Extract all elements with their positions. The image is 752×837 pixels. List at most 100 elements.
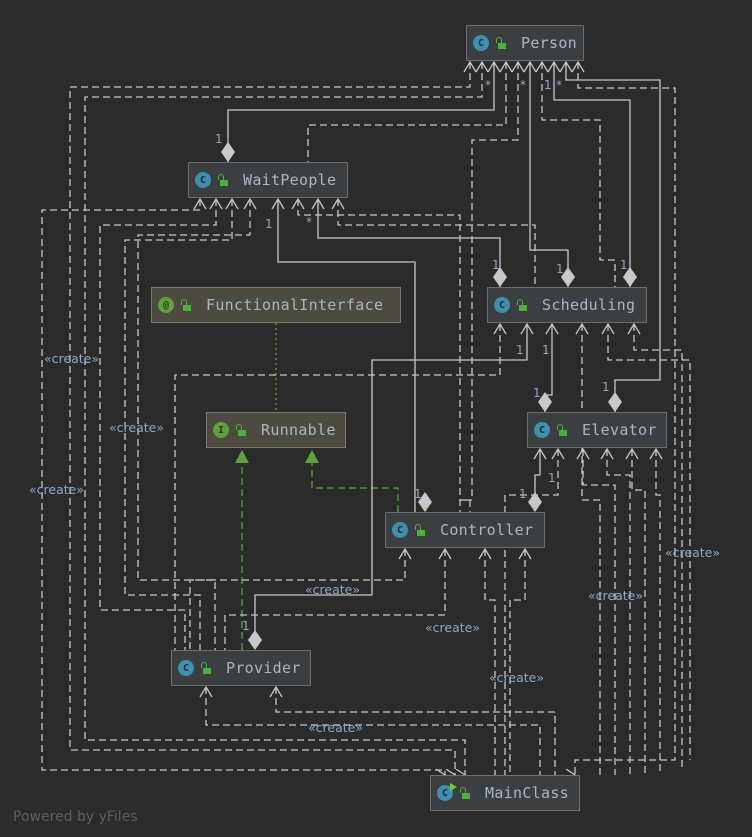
aggregation-diamond <box>248 630 262 650</box>
multiplicity-label: 1 <box>265 217 273 231</box>
class-icon: C <box>392 522 408 538</box>
open-arrowhead <box>243 197 257 210</box>
relation-edge <box>607 324 691 760</box>
multiplicity-label: 1 <box>542 343 550 357</box>
create-label: «create» <box>305 582 360 597</box>
multiplicity-label: 1 <box>533 386 541 400</box>
multiplicity-label: 1 <box>414 487 422 501</box>
open-arrowhead <box>331 197 345 210</box>
open-arrowhead <box>571 60 585 73</box>
multiplicity-label: 1 <box>215 132 223 146</box>
interface-icon: I <box>213 422 229 438</box>
class-node-waitpeople[interactable]: C WaitPeople <box>188 162 348 198</box>
class-name: Controller <box>440 521 534 539</box>
aggregation-diamond <box>608 392 622 412</box>
create-label: «create» <box>308 720 363 735</box>
aggregation-diamond <box>528 492 542 512</box>
public-access-icon <box>180 299 192 311</box>
open-arrowhead <box>271 197 285 210</box>
relation-edge <box>459 62 519 512</box>
public-access-icon <box>235 424 247 436</box>
annotation-node-functionalinterface[interactable]: @ FunctionalInterface <box>151 287 401 323</box>
aggregation-diamond <box>538 392 552 412</box>
class-name: Provider <box>226 659 301 677</box>
annotation-icon: @ <box>158 297 174 313</box>
relation-edge <box>254 324 528 640</box>
class-node-controller[interactable]: C Controller <box>385 512 545 548</box>
main-class-icon: C <box>437 783 457 801</box>
class-node-mainclass[interactable]: C MainClass <box>430 775 580 811</box>
open-arrowhead <box>478 547 492 560</box>
open-arrowhead <box>533 447 547 460</box>
relation-edge <box>655 449 661 775</box>
relation-edge <box>317 199 501 287</box>
open-arrowhead <box>291 197 305 210</box>
class-icon: C <box>494 297 510 313</box>
class-icon: C <box>473 35 489 51</box>
multiplicity-label: * <box>485 78 491 92</box>
public-access-icon <box>459 787 471 799</box>
multiplicity-label: 1 <box>544 78 552 92</box>
open-arrowhead <box>511 60 525 73</box>
open-arrowhead <box>547 60 561 73</box>
open-arrowhead <box>600 447 614 460</box>
open-arrowhead <box>535 60 549 73</box>
create-edge <box>41 199 445 775</box>
interface-node-runnable[interactable]: I Runnable <box>206 412 346 448</box>
multiplicity-label: 1 <box>602 380 610 394</box>
open-arrowhead <box>520 322 534 335</box>
public-access-icon <box>495 37 507 49</box>
class-name: WaitPeople <box>243 171 337 189</box>
multiplicity-label: 1 <box>519 487 527 501</box>
open-arrowhead <box>398 547 412 560</box>
create-edge <box>84 62 483 775</box>
class-name: Scheduling <box>542 296 636 314</box>
relation-edge <box>484 549 496 775</box>
class-name: Person <box>521 34 577 52</box>
relation-edge <box>337 199 536 287</box>
aggregation-diamond <box>221 142 235 162</box>
relation-edge <box>224 549 446 650</box>
relation-edge <box>606 449 631 775</box>
relation-edge <box>297 199 471 512</box>
open-arrowhead <box>438 547 452 560</box>
class-icon: C <box>178 660 194 676</box>
class-name: MainClass <box>485 784 569 802</box>
open-arrowhead <box>225 197 239 210</box>
relation-edge <box>307 62 507 162</box>
create-label: «create» <box>665 545 720 560</box>
open-arrowhead <box>475 60 489 73</box>
relation-edge <box>633 324 683 770</box>
relation-edge <box>124 199 233 650</box>
relation-edge <box>509 549 526 775</box>
powered-by-footer: Powered by yFiles <box>13 809 138 825</box>
relation-edge <box>227 62 495 162</box>
public-access-icon <box>414 524 426 536</box>
relation-edge <box>174 324 501 650</box>
class-node-provider[interactable]: C Provider <box>171 650 311 686</box>
aggregation-diamond <box>418 492 432 512</box>
multiplicity-label: * <box>556 78 562 92</box>
relation-edge <box>582 449 616 775</box>
relation-edge <box>504 449 559 775</box>
relation-edge <box>99 199 217 650</box>
create-edge <box>575 62 676 775</box>
open-arrowhead <box>551 447 565 460</box>
realization-arrowhead <box>235 450 249 463</box>
create-edge <box>69 62 471 775</box>
multiplicity-label: 1 <box>548 471 556 485</box>
multiplicity-label: 1 <box>620 258 628 272</box>
class-node-scheduling[interactable]: C Scheduling <box>487 287 647 323</box>
open-arrowhead <box>209 197 223 210</box>
open-arrowhead <box>493 322 507 335</box>
public-access-icon <box>200 662 212 674</box>
relation-edge <box>205 687 541 775</box>
relation-edge <box>553 62 631 287</box>
class-node-person[interactable]: C Person <box>466 25 584 61</box>
public-access-icon <box>556 424 568 436</box>
class-node-elevator[interactable]: C Elevator <box>527 412 667 448</box>
class-icon: C <box>195 172 211 188</box>
open-arrowhead <box>601 322 615 335</box>
relation-edge <box>137 199 251 650</box>
